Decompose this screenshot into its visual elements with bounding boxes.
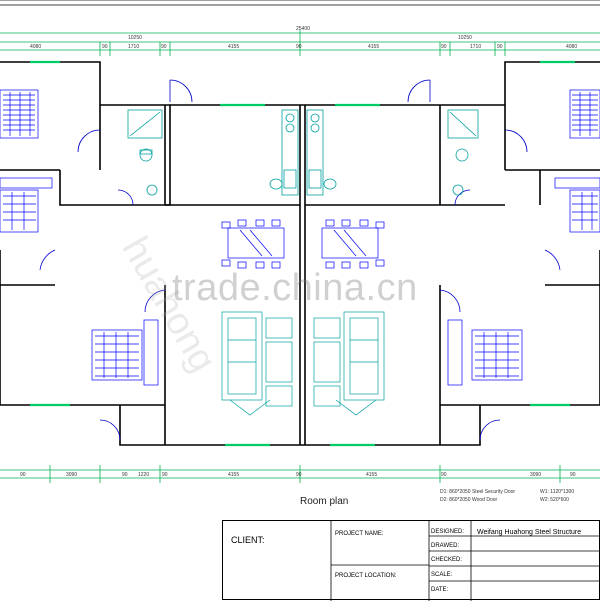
top-dimension-5: 4155 <box>228 44 239 50</box>
plan-title: Room plan <box>300 496 349 507</box>
top-dimension-10: 90 <box>497 44 503 50</box>
top-dimension-3: 1710 <box>128 44 139 50</box>
top-dimension-lines <box>0 0 600 56</box>
door-window-notes: D1: 860*2050 Steel Security Door D2: 860… <box>440 488 515 504</box>
dining-table-right <box>321 219 385 269</box>
top-dimension-11: 4080 <box>566 44 577 50</box>
top-dimension-8: 90 <box>441 44 447 50</box>
bottom-dimension-8: 4155 <box>366 472 377 478</box>
client-label: CLIENT: <box>231 535 265 545</box>
top-dimension-1: 4080 <box>30 44 41 50</box>
window-notes: W1: 1120*1300 W2: 520*600 <box>540 488 574 504</box>
project-name-label: PROJECT NAME: <box>335 531 384 537</box>
title-block-grid <box>330 521 600 601</box>
top-dimension-6: 90 <box>296 44 302 50</box>
project-location-label: PROJECT LOCATION: <box>335 573 397 579</box>
sofa-set-left <box>221 311 293 416</box>
date-label: DATE: <box>431 587 449 593</box>
checked-label: CHECKED: <box>431 557 463 563</box>
dining-table-left <box>221 219 285 269</box>
bottom-dimension-11: 90 <box>570 472 576 478</box>
bottom-dimension-9: 90 <box>441 472 447 478</box>
bathroom-fixtures <box>127 109 479 196</box>
note-w1: W1: 1120*1300 <box>540 489 575 495</box>
bed-mid-left <box>0 177 53 233</box>
bottom-dimension-10: 3090 <box>530 472 541 478</box>
note-d1: D1: 860*2050 Steel Security Door <box>440 489 516 495</box>
bottom-dimension-7: 90 <box>296 472 302 478</box>
top-sub-dimension-right: 10250 <box>458 35 472 41</box>
windows <box>30 60 575 447</box>
bottom-dimension-6: 4155 <box>228 472 239 478</box>
top-sub-dimension-left: 10250 <box>128 35 142 41</box>
sofa-set-right <box>313 311 385 416</box>
bottom-dimension-lines <box>0 465 600 483</box>
top-dimension-4: 90 <box>161 44 167 50</box>
bed-mid-right <box>554 177 600 233</box>
bottom-dimension-5: 90 <box>162 472 168 478</box>
watermark-main: trade.china.cn <box>172 267 418 309</box>
scale-label: SCALE: <box>431 572 453 578</box>
bed-lower-right <box>447 319 523 386</box>
designed-label: DESIGNED: <box>431 529 465 535</box>
bottom-dimension-3: 90 <box>122 472 128 478</box>
bottom-dimension-4: 1220 <box>138 472 149 478</box>
bed-top-left <box>0 89 39 139</box>
bed-lower-left <box>91 319 159 386</box>
bed-top-right <box>569 89 600 139</box>
walls <box>0 61 600 446</box>
note-w2: W2: 520*600 <box>540 497 569 503</box>
company-name: Weifang Huahong Steel Structure <box>477 529 582 536</box>
drawed-label: DRAWED: <box>431 543 460 549</box>
dimension-labels: 25400 10250 10250 4080 90 1710 90 4155 9… <box>20 26 577 478</box>
door-swings <box>39 79 561 441</box>
top-dimension-7: 4155 <box>368 44 379 50</box>
overall-dimension-label: 25400 <box>296 26 310 32</box>
kitchen-fixtures <box>269 109 337 196</box>
title-block: CLIENT: PROJECT NAME: PROJECT LOCATION: … <box>222 520 600 601</box>
top-dimension-2: 90 <box>102 44 108 50</box>
bottom-dimension-1: 90 <box>20 472 26 478</box>
top-dimension-9: 1710 <box>470 44 481 50</box>
note-d2: D2: 860*2050 Wood Door <box>440 497 498 503</box>
bottom-dimension-2: 3090 <box>66 472 77 478</box>
